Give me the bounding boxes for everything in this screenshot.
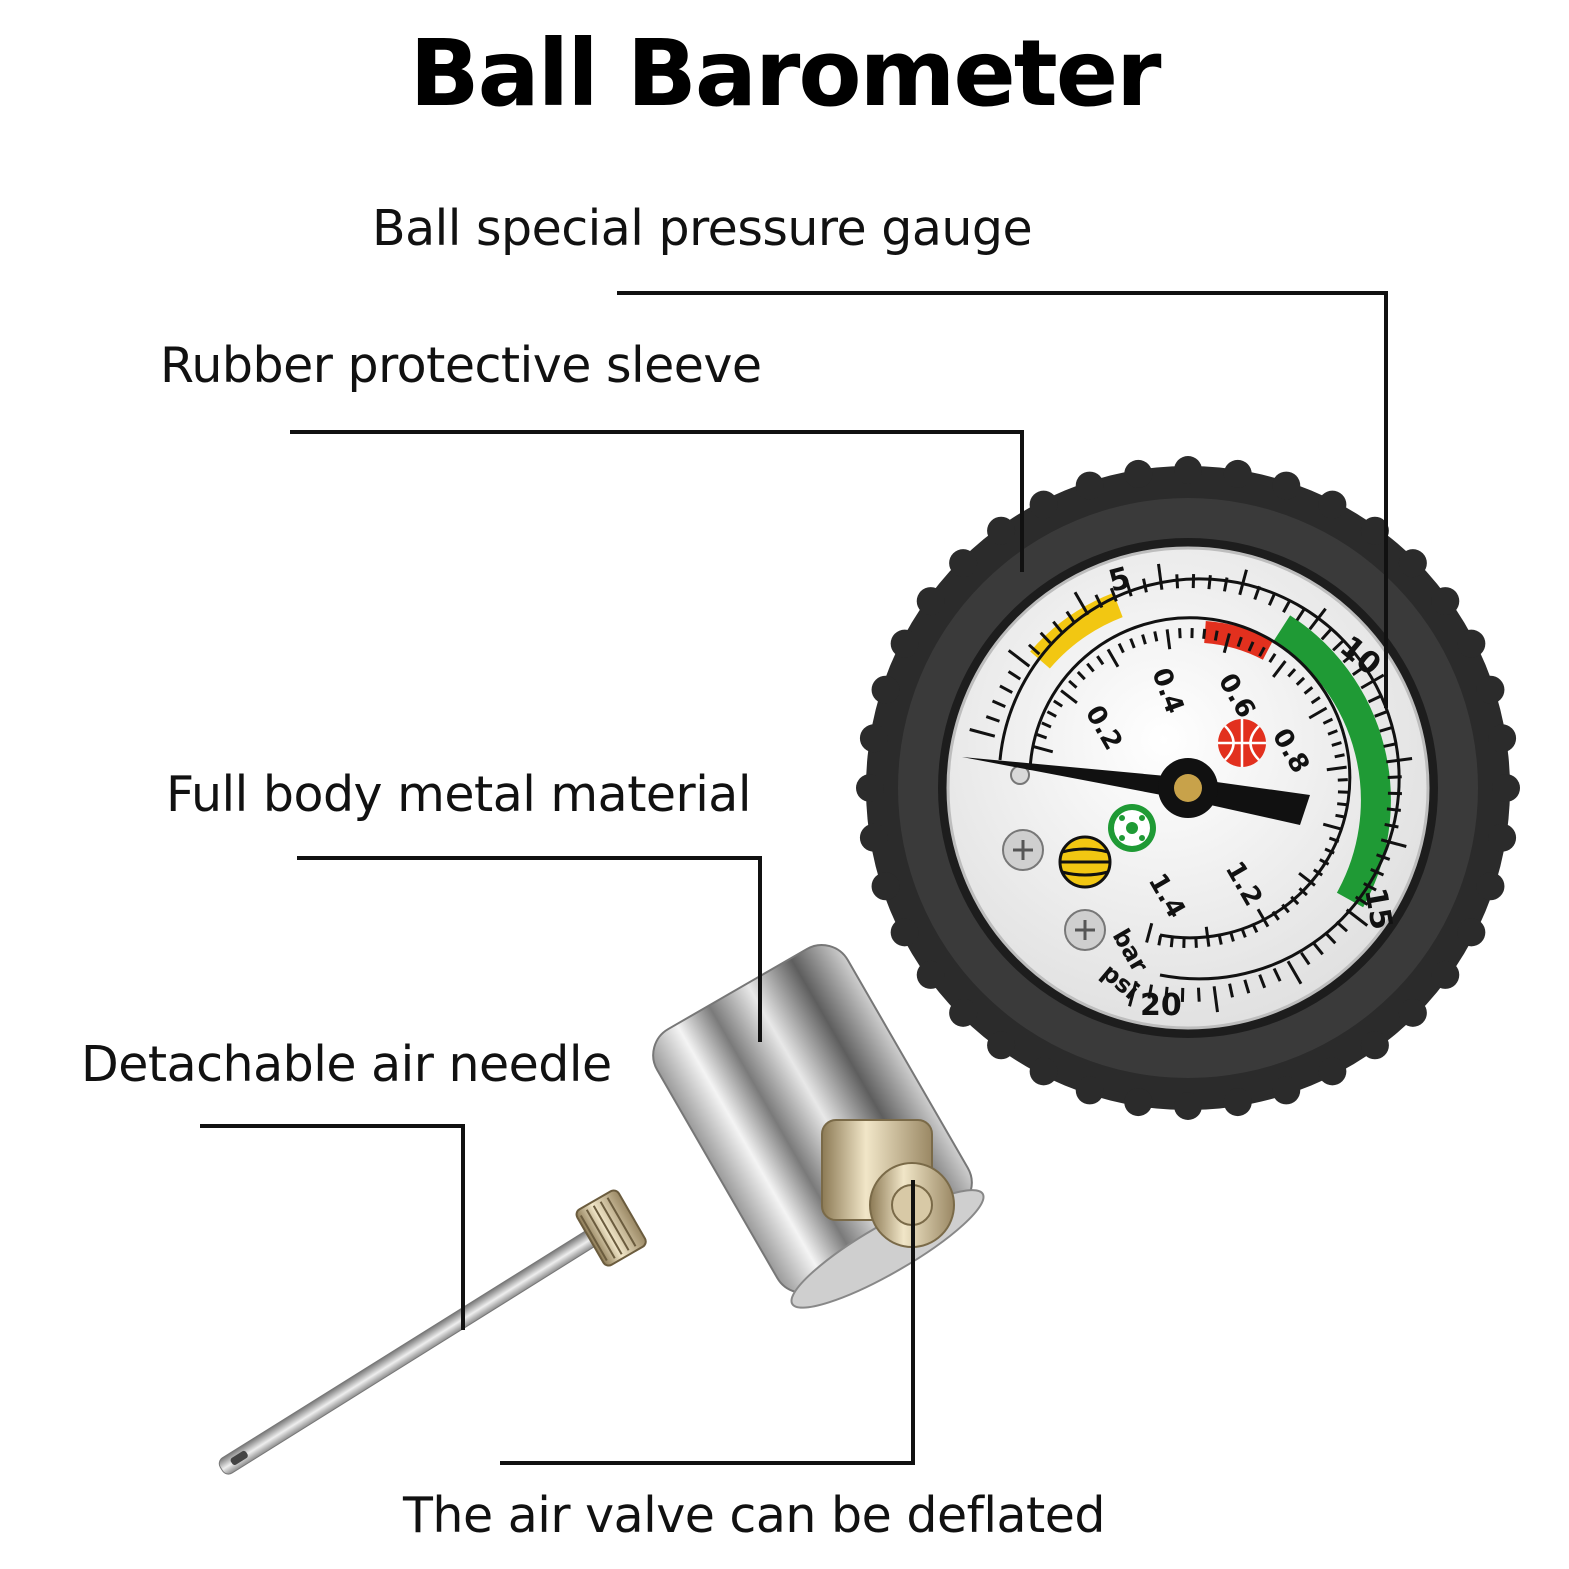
gauge-pointer <box>962 757 1310 825</box>
psi-label-15: 15 <box>1357 885 1399 932</box>
basketball-icon <box>1218 719 1266 767</box>
soccer-ball-icon <box>1108 804 1156 852</box>
page-title: Ball Barometer <box>409 20 1161 127</box>
volleyball-icon <box>1058 835 1112 889</box>
yellow-zone <box>1030 592 1123 669</box>
knurled-nut <box>575 1189 647 1267</box>
leader-lines <box>200 291 1388 1465</box>
green-zone <box>1273 615 1391 908</box>
pressure-gauge: 5 10 15 20 0.2 0.4 0.6 0.8 1.2 1.4 bar p… <box>946 546 1430 1030</box>
label-metal-body: Full body metal material <box>166 766 751 823</box>
label-air-needle: Detachable air needle <box>81 1036 612 1093</box>
air-needle <box>218 1214 623 1475</box>
label-pressure-gauge: Ball special pressure gauge <box>372 200 1033 257</box>
psi-label-20: 20 <box>1140 988 1182 1023</box>
label-air-valve: The air valve can be deflated <box>403 1487 1105 1544</box>
screw-icon <box>1002 765 1106 951</box>
air-valve <box>821 1119 955 1248</box>
label-rubber-sleeve: Rubber protective sleeve <box>160 337 762 394</box>
